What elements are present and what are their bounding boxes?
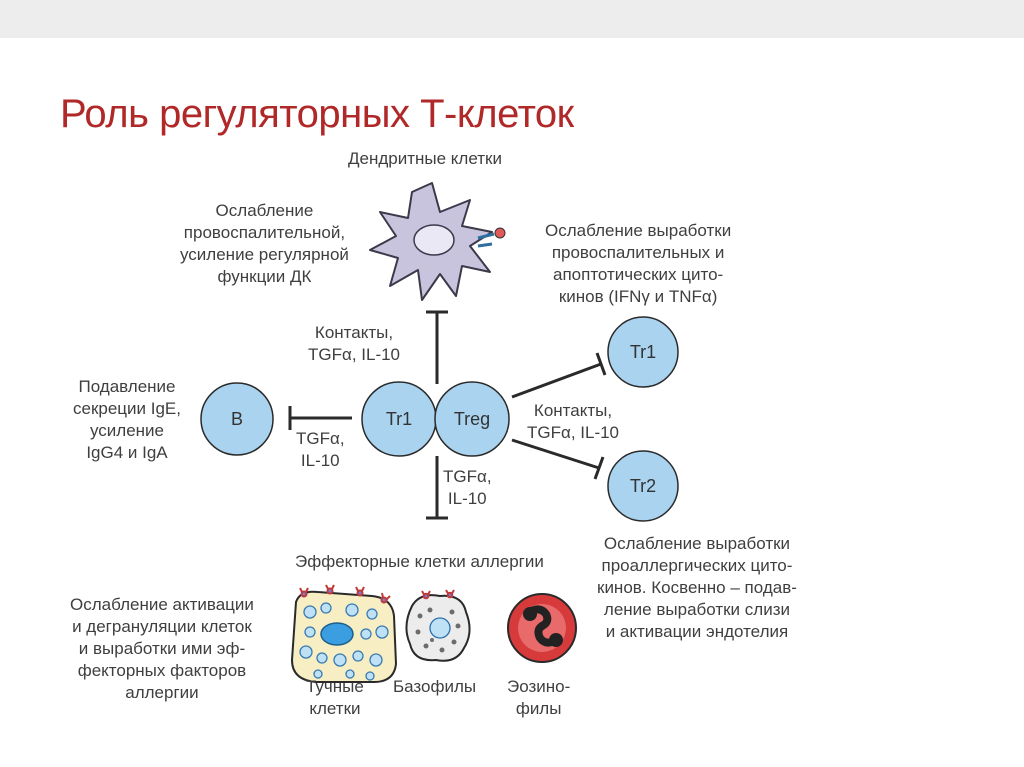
treg-cell: Treg [434, 381, 510, 457]
tgf-left-label: TGFα, IL-10 [296, 429, 345, 470]
tr1-effect-text: Ослабление выработки провоспалительных и… [545, 221, 732, 306]
b-effect-text: Подавление секреции IgE, усиление IgG4 и… [73, 377, 181, 462]
inhibition-line-to-dc [426, 310, 448, 384]
inhibition-line-to-tr2 [511, 438, 605, 480]
effector-effect-text: Ослабление активации и дегрануляции клет… [70, 595, 254, 702]
inhibition-line-to-b [288, 406, 352, 430]
inhibition-line-to-effectors [426, 456, 448, 520]
contacts-right-label: Контакты, TGFα, IL-10 [527, 401, 620, 442]
tr1-center-label: Tr1 [386, 409, 412, 429]
tr1-right-cell: Tr1 [607, 316, 679, 388]
inhibition-line-to-tr1 [511, 352, 607, 399]
contacts-top-label: Контакты, TGFα, IL-10 [308, 323, 401, 364]
tgf-bottom-label: TGFα, IL-10 [443, 467, 492, 508]
mast-cell-illustration [290, 584, 398, 683]
b-cell-label: B [231, 409, 243, 429]
mast-cells-label: Тучные клетки [306, 677, 364, 718]
eosinophils-label: Эозино- филы [507, 677, 571, 718]
effector-cells-header: Эффекторные клетки аллергии [295, 552, 544, 571]
treg-label: Treg [454, 409, 490, 429]
eosinophil-illustration [507, 593, 577, 663]
basophil-illustration [405, 589, 471, 662]
slide-title: Роль регуляторных Т-клеток [60, 92, 574, 136]
top-bar [0, 0, 1024, 38]
dendritic-cell-illustration [369, 182, 506, 301]
tr2-effect-text: Ослабление выработки проаллергических ци… [597, 534, 797, 641]
dc-effect-text: Ослабление провоспалительной, усиление р… [180, 201, 349, 286]
basophils-label: Базофилы [393, 677, 477, 696]
tr1-center-cell: Tr1 [361, 381, 437, 457]
tr2-right-cell: Tr2 [607, 450, 679, 522]
tr1-right-label: Tr1 [630, 342, 656, 362]
tr2-right-label: Tr2 [630, 476, 656, 496]
dendritic-cells-label: Дендритные клетки [348, 149, 502, 168]
b-cell: B [200, 382, 274, 456]
